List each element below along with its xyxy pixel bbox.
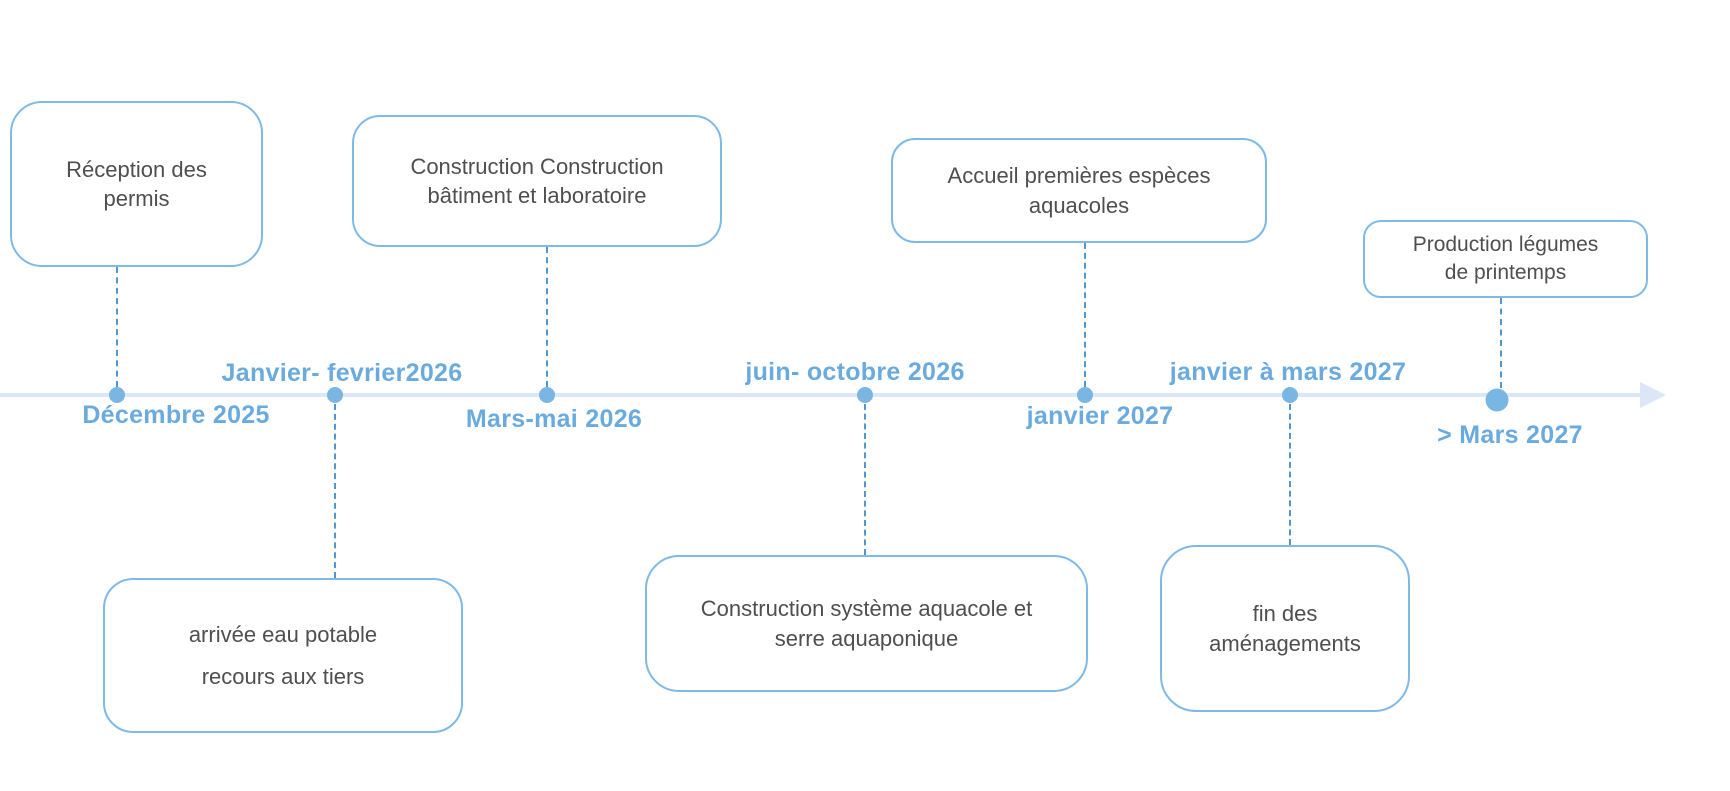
milestone-box-text-line: Réception des	[66, 156, 207, 182]
milestone-date-label: janvier à mars 2027	[1169, 358, 1407, 386]
milestone-box-text-line: Construction Construction	[410, 153, 664, 179]
milestone-box-fin-amenagements: fin des aménagements	[1160, 545, 1410, 712]
milestone-dot	[857, 387, 873, 403]
milestone-box-eau-potable: arrivée eau potable recours aux tiers	[103, 578, 463, 733]
milestone-box-text-line: bâtiment et laboratoire	[427, 183, 647, 208]
connector-line	[334, 404, 336, 578]
milestone-box-text-line: Accueil premières espèces	[947, 163, 1211, 189]
milestone-date-label: Mars-mai 2026	[465, 405, 643, 433]
milestone-box-reception-permis: Réception des permis	[10, 101, 263, 267]
milestone-box-text-line: permis	[103, 186, 170, 211]
milestone-date-label: Janvier- fevrier2026	[221, 359, 463, 387]
milestone-dot	[1282, 387, 1298, 403]
milestone-date-label: Décembre 2025	[82, 401, 270, 429]
milestone-box-text-line: fin des	[1252, 601, 1318, 627]
milestone-box-text-line: Construction système aquacole et	[700, 596, 1033, 622]
milestone-date-label: > Mars 2027	[1437, 421, 1583, 449]
timeline-arrowhead-icon	[1640, 382, 1666, 408]
milestone-box-production-legumes: Production légumes de printemps	[1363, 220, 1648, 298]
milestone-box-text-line: aménagements	[1209, 630, 1361, 656]
milestone-dot	[327, 387, 343, 403]
milestone-dot	[1077, 387, 1093, 403]
milestone-dot	[109, 387, 125, 403]
milestone-box-text-line: de printemps	[1444, 261, 1567, 284]
connector-line	[1289, 404, 1291, 545]
milestone-box-especes-aquacoles: Accueil premières espèces aquacoles	[891, 138, 1267, 243]
connector-line	[546, 247, 548, 387]
milestone-box-systeme-aquacole: Construction système aquacole et serre a…	[645, 555, 1088, 692]
milestone-box-text-line: recours aux tiers	[201, 663, 365, 689]
connector-line	[1500, 298, 1502, 388]
milestone-box-text-line: Production légumes	[1412, 233, 1599, 257]
connector-line	[1084, 243, 1086, 387]
milestone-date-label: janvier 2027	[1026, 402, 1174, 430]
milestone-box-text-line: serre aquaponique	[774, 625, 959, 651]
milestone-box-text-line: arrivée eau potable	[188, 621, 378, 647]
milestone-date-label: juin- octobre 2026	[745, 358, 965, 386]
timeline-axis-line	[0, 393, 1641, 397]
milestone-box-construction-batiment: Construction Construction bâtiment et la…	[352, 115, 722, 247]
connector-line	[864, 404, 866, 555]
milestone-dot	[539, 387, 555, 403]
milestone-box-text-line: aquacoles	[1028, 192, 1130, 218]
milestone-dot-large	[1485, 388, 1509, 412]
connector-line	[116, 267, 118, 387]
